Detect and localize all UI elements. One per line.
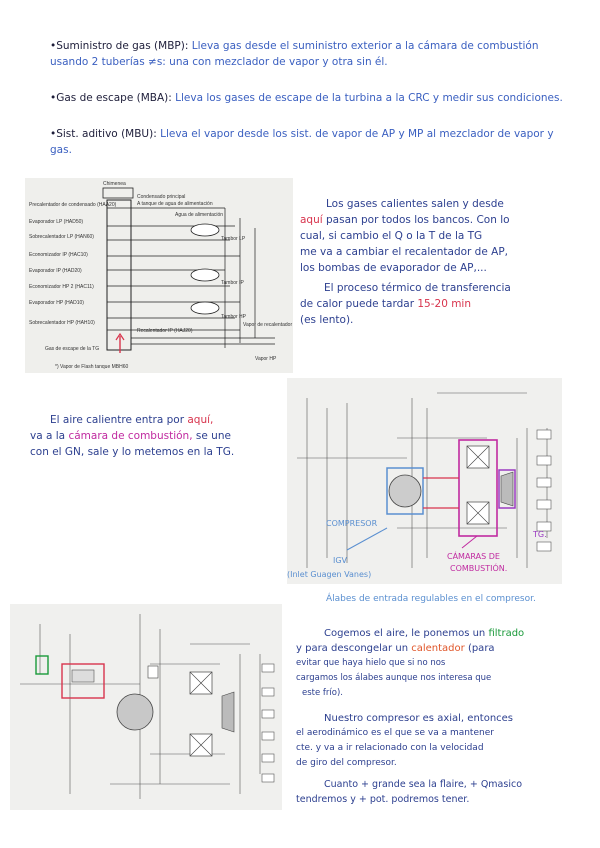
note3-calentador: calentador bbox=[411, 643, 465, 654]
fig1-caption: *) Vapor de Flash tanque MBH60 bbox=[55, 364, 129, 370]
label-igv-full: (Inlet Guagen Vanes) bbox=[287, 570, 371, 579]
label-precalentador: Precalentador de condensado (HAA20) bbox=[29, 202, 117, 208]
note2-camara: cámara de combustión, bbox=[68, 430, 192, 442]
compressor-icon bbox=[117, 694, 153, 730]
note1-line5: los bombas de evaporador de AP,... bbox=[300, 260, 590, 276]
note2-line3: con el GN, sale y lo metemos en la TG. bbox=[30, 444, 290, 460]
note3-line3: evitar que haya hielo que si no nos bbox=[296, 656, 588, 671]
hrsg-diagram: Chimenea Precalentador de condensado (HA… bbox=[25, 178, 293, 373]
label-vapor-recal: Vapor de recalentador bbox=[243, 322, 292, 328]
note1-line7: de calor puede tardar 15-20 min bbox=[300, 296, 590, 312]
label-combustion: COMBUSTIÓN. bbox=[450, 564, 507, 573]
label-sobrecalentador-lp: Sobrecalentador LP (HAN60) bbox=[29, 234, 94, 240]
gas-turbine-svg bbox=[287, 378, 562, 584]
gas-turbine-diagram bbox=[287, 378, 562, 584]
note3-line10: Cuanto + grande sea la flaire, + Qmasico bbox=[296, 777, 588, 792]
note1-line1: Los gases calientes salen y desde bbox=[300, 196, 590, 212]
bullet-text: Lleva los gases de escape de la turbina … bbox=[175, 92, 563, 104]
note3-line1: Cogemos el aire, le ponemos un filtrado bbox=[296, 626, 588, 641]
label-economizador: Economizador IP (HAC10) bbox=[29, 252, 88, 258]
label-alabes: Álabes de entrada regulables en el compr… bbox=[326, 594, 536, 604]
label-evaporador-ip: Evaporador IP (HAD20) bbox=[29, 268, 82, 274]
bullet-label: •Suministro de gas (MBP): bbox=[50, 40, 188, 52]
note1-line2: aquí pasan por todos los bancos. Con lo bbox=[300, 212, 590, 228]
air-intake-svg bbox=[10, 604, 282, 810]
note3-line8: cte. y va a ir relacionado con la veloci… bbox=[296, 741, 588, 756]
label-tambor-hp: Tambor HP bbox=[221, 314, 247, 320]
note1-line6: El proceso térmico de transferencia bbox=[300, 280, 590, 296]
note1-tiempo: 15-20 min bbox=[417, 298, 471, 310]
note3-line5: este frío). bbox=[296, 686, 588, 701]
note2-line1: El aire calientre entra por aquí, bbox=[30, 412, 290, 428]
label-tanque: A tanque de agua de alimentación bbox=[137, 201, 213, 207]
note1-line8: (es lento). bbox=[300, 312, 590, 328]
note3-line9: de giro del compresor. bbox=[296, 756, 588, 771]
chimenea-label: Chimenea bbox=[103, 181, 126, 187]
bullet-gas-escape: •Gas de escape (MBA): Lleva los gases de… bbox=[50, 90, 570, 106]
label-vapor-hp: Vapor HP bbox=[255, 356, 277, 362]
note3-line4: cargamos los álabes aunque nos interesa … bbox=[296, 671, 588, 686]
turbine-icon bbox=[222, 692, 234, 732]
label-compresor: COMPRESOR bbox=[326, 519, 377, 528]
label-recalentador: Recalentador IP (HAJ20) bbox=[137, 328, 193, 334]
note2-aqui: aquí, bbox=[187, 414, 213, 426]
note3-line7: el aerodinámico es el que se va a manten… bbox=[296, 726, 588, 741]
label-evaporador-lp: Evaporador LP (HAD50) bbox=[29, 219, 83, 225]
label-condensado: Condensado principal bbox=[137, 194, 185, 200]
bullet-sist-aditivo: •Sist. aditivo (MBU): Lleva el vapor des… bbox=[50, 126, 570, 158]
label-sobrecalentador-hp: Sobrecalentador HP (HAH10) bbox=[29, 320, 95, 326]
label-tambor-lp: Tambor LP bbox=[221, 236, 246, 242]
note1-line4: me va a cambiar el recalentador de AP, bbox=[300, 244, 590, 260]
compressor-icon bbox=[389, 475, 421, 507]
air-intake-diagram bbox=[10, 604, 282, 810]
note1-line3: cual, si cambio el Q o la T de la TG bbox=[300, 228, 590, 244]
note-gases: Los gases calientes salen y desde aquí p… bbox=[300, 196, 590, 328]
turbine-icon bbox=[501, 472, 513, 506]
bullet-label: •Sist. aditivo (MBU): bbox=[50, 128, 157, 140]
note3-line6: Nuestro compresor es axial, entonces bbox=[296, 711, 588, 726]
note2-line2: va a la cámara de combustión, se une bbox=[30, 428, 290, 444]
label-economizador-hp2: Economizador HP 2 (HAC11) bbox=[29, 284, 94, 290]
label-igv: IGV bbox=[333, 556, 347, 565]
bullet-label: •Gas de escape (MBA): bbox=[50, 92, 172, 104]
label-camaras: CÁMARAS DE bbox=[447, 552, 500, 561]
label-tambor-ip: Tambor IP bbox=[221, 280, 244, 286]
label-gas-escape: Gas de escape de la TG bbox=[45, 346, 99, 352]
note-aire: El aire calientre entra por aquí, va a l… bbox=[30, 412, 290, 460]
note-filtrado: Cogemos el aire, le ponemos un filtrado … bbox=[296, 626, 588, 807]
label-evaporador-hp: Evaporador HP (HAD10) bbox=[29, 300, 84, 306]
note3-line2: y para descongelar un calentador (para bbox=[296, 641, 588, 656]
label-agua-alim: Agua de alimentación bbox=[175, 212, 223, 218]
label-tg: TG. bbox=[533, 530, 547, 539]
bullet-suministro: •Suministro de gas (MBP): Lleva gas desd… bbox=[50, 38, 570, 70]
note3-filtrado: filtrado bbox=[488, 628, 524, 639]
hrsg-diagram-svg: Chimenea Precalentador de condensado (HA… bbox=[25, 178, 293, 373]
note3-line11: tendremos y + pot. podremos tener. bbox=[296, 792, 588, 807]
note1-aqui: aquí bbox=[300, 214, 323, 226]
